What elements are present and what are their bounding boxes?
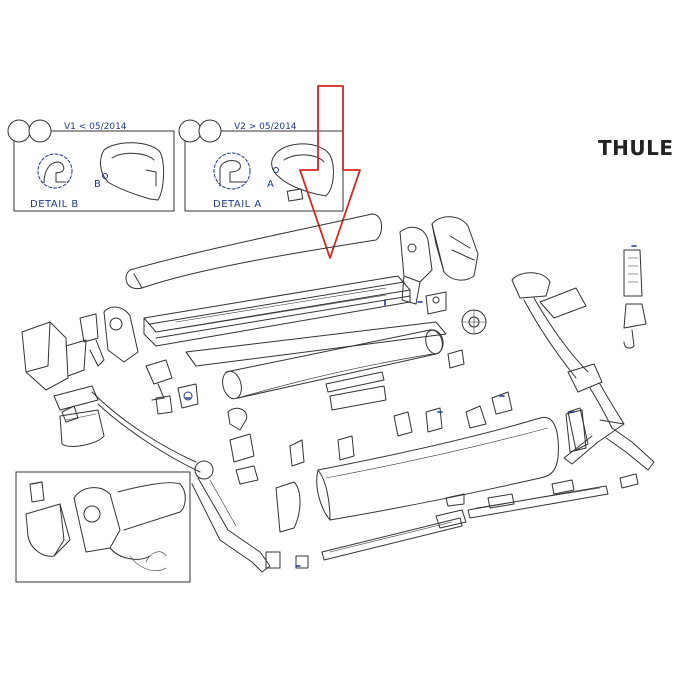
thule-logo: THULE (598, 136, 674, 160)
right-arm (511, 272, 655, 471)
inset-v2-box (178, 119, 344, 212)
detail-a-label: DETAIL A (213, 199, 262, 210)
detail-a-profile-drawing (213, 152, 251, 190)
top-cover-profile (125, 213, 382, 290)
roller-tube (222, 329, 444, 400)
bottom-rail-right (467, 479, 609, 519)
inset-v2-version-label: V2 > 05/2014 (234, 122, 297, 132)
red-down-arrow (299, 85, 361, 259)
detail-a-endcap-drawing (271, 143, 334, 202)
right-endcap (431, 216, 479, 281)
inset-v1-version-label: V1 < 05/2014 (64, 122, 127, 132)
detail-b-endcap-drawing (100, 142, 165, 201)
motor-inset-box (15, 471, 191, 583)
blue-accent-marks (185, 245, 637, 567)
bottom-rail-left (321, 493, 467, 561)
right-side-parts (623, 249, 647, 349)
detail-b-callout: B (94, 179, 101, 190)
detail-b-profile-drawing (37, 153, 73, 189)
detail-a-callout: A (267, 179, 274, 190)
inset-v1-box (7, 119, 175, 212)
fabric-panel (185, 321, 447, 367)
middle-small-parts (227, 349, 587, 533)
parts-cluster-top (399, 226, 487, 335)
main-rail-profile (143, 275, 411, 347)
wheel-hub (461, 309, 487, 335)
small-loose-parts (235, 465, 639, 569)
left-mechanism (79, 306, 199, 415)
detail-b-label: DETAIL B (30, 199, 79, 210)
left-endcap (21, 321, 87, 391)
left-arm (53, 385, 271, 573)
front-bar (316, 416, 559, 521)
